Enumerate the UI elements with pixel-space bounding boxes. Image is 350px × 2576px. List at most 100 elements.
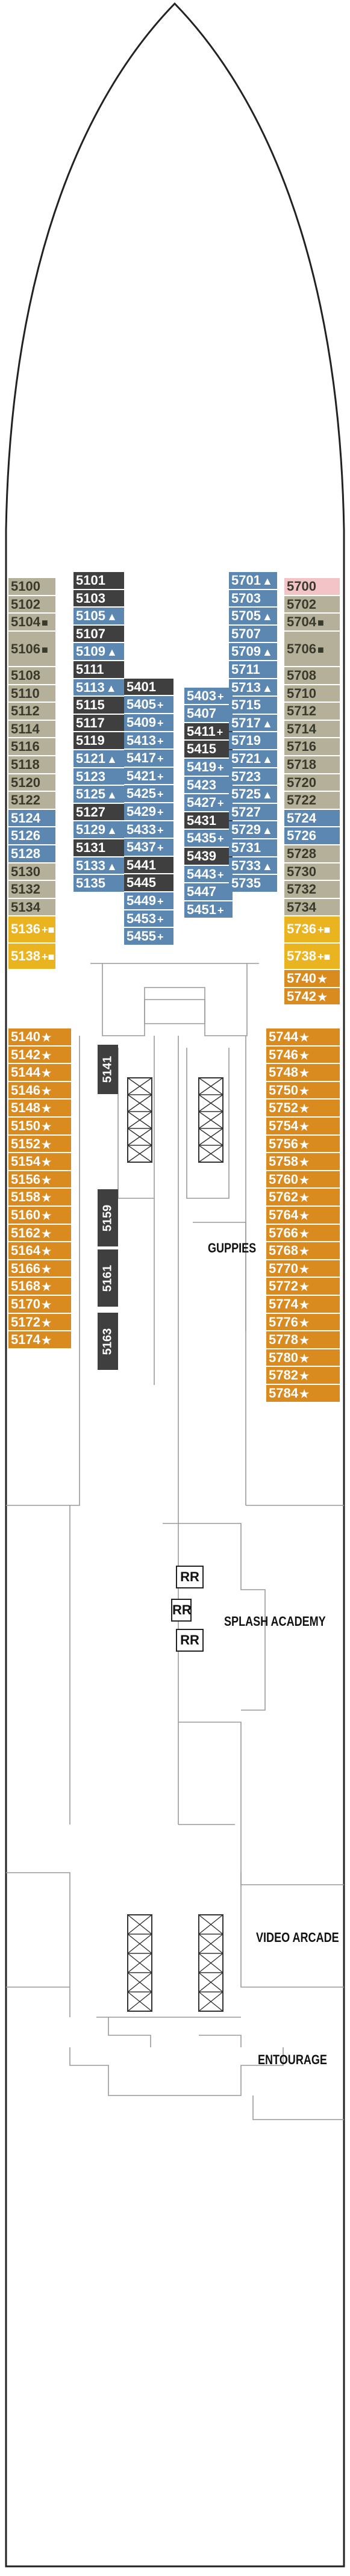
cabin-5746[interactable]: 5746★: [266, 1046, 340, 1063]
cabin-5174[interactable]: 5174★: [8, 1331, 71, 1348]
cabin-5130[interactable]: 5130: [8, 863, 55, 880]
cabin-5780[interactable]: 5780★: [266, 1349, 340, 1366]
cabin-5766[interactable]: 5766★: [266, 1224, 340, 1242]
cabin-5437[interactable]: 5437+: [124, 839, 173, 856]
cabin-5170[interactable]: 5170★: [8, 1296, 71, 1313]
cabin-5409[interactable]: 5409+: [124, 714, 173, 731]
cabin-5455[interactable]: 5455+: [124, 928, 173, 945]
cabin-5774[interactable]: 5774★: [266, 1296, 340, 1313]
cabin-5128[interactable]: 5128: [8, 845, 55, 862]
cabin-5413[interactable]: 5413+: [124, 732, 173, 749]
cabin-5441[interactable]: 5441: [124, 856, 173, 874]
cabin-5727[interactable]: 5727: [229, 803, 277, 821]
cabin-5704[interactable]: 5704■: [284, 614, 340, 630]
cabin-5445[interactable]: 5445: [124, 874, 173, 891]
cabin-5725[interactable]: 5725▲: [229, 786, 277, 803]
cabin-5713[interactable]: 5713▲: [229, 679, 277, 696]
cabin-5435[interactable]: 5435+: [184, 830, 233, 847]
cabin-5724[interactable]: 5724: [284, 809, 340, 827]
cabin-5431[interactable]: 5431: [184, 812, 233, 829]
cabin-5114[interactable]: 5114: [8, 720, 55, 738]
cabin-5116[interactable]: 5116: [8, 738, 55, 755]
cabin-5758[interactable]: 5758★: [266, 1153, 340, 1170]
cabin-5425[interactable]: 5425+: [124, 785, 173, 802]
cabin-5722[interactable]: 5722: [284, 792, 340, 809]
cabin-5732[interactable]: 5732: [284, 881, 340, 898]
cabin-5770[interactable]: 5770★: [266, 1260, 340, 1277]
cabin-5705[interactable]: 5705▲: [229, 608, 277, 624]
cabin-5451[interactable]: 5451+: [184, 901, 233, 918]
cabin-5728[interactable]: 5728: [284, 845, 340, 862]
cabin-5423[interactable]: 5423: [184, 776, 233, 794]
cabin-5742[interactable]: 5742★: [284, 988, 340, 1005]
cabin-5718[interactable]: 5718: [284, 756, 340, 773]
cabin-5736[interactable]: 5736+■: [284, 916, 340, 942]
cabin-5453[interactable]: 5453+: [124, 910, 173, 927]
cabin-5161[interactable]: 5161: [98, 1249, 118, 1307]
cabin-5419[interactable]: 5419+: [184, 759, 233, 776]
cabin-5735[interactable]: 5735: [229, 875, 277, 892]
cabin-5778[interactable]: 5778★: [266, 1331, 340, 1348]
cabin-5119[interactable]: 5119: [73, 732, 124, 749]
cabin-5405[interactable]: 5405+: [124, 696, 173, 713]
cabin-5156[interactable]: 5156★: [8, 1171, 71, 1188]
cabin-5126[interactable]: 5126: [8, 827, 55, 844]
cabin-5702[interactable]: 5702: [284, 596, 340, 613]
cabin-5752[interactable]: 5752★: [266, 1100, 340, 1116]
cabin-5133[interactable]: 5133▲: [73, 857, 124, 874]
cabin-5719[interactable]: 5719: [229, 732, 277, 749]
cabin-5733[interactable]: 5733▲: [229, 857, 277, 874]
cabin-5415[interactable]: 5415: [184, 741, 233, 758]
cabin-5117[interactable]: 5117: [73, 714, 124, 732]
cabin-5104[interactable]: 5104■: [8, 614, 55, 630]
cabin-5107[interactable]: 5107: [73, 625, 124, 642]
cabin-5748[interactable]: 5748★: [266, 1064, 340, 1081]
cabin-5101[interactable]: 5101: [73, 572, 124, 589]
cabin-5131[interactable]: 5131: [73, 839, 124, 856]
cabin-5417[interactable]: 5417+: [124, 750, 173, 767]
cabin-5756[interactable]: 5756★: [266, 1135, 340, 1153]
cabin-5772[interactable]: 5772★: [266, 1278, 340, 1295]
cabin-5127[interactable]: 5127: [73, 803, 124, 821]
cabin-5154[interactable]: 5154★: [8, 1153, 71, 1170]
cabin-5740[interactable]: 5740★: [284, 970, 340, 987]
cabin-5731[interactable]: 5731: [229, 839, 277, 856]
cabin-5122[interactable]: 5122: [8, 792, 55, 809]
cabin-5433[interactable]: 5433+: [124, 821, 173, 838]
cabin-5421[interactable]: 5421+: [124, 767, 173, 785]
cabin-5172[interactable]: 5172★: [8, 1313, 71, 1331]
cabin-5100[interactable]: 5100: [8, 578, 55, 595]
cabin-5447[interactable]: 5447: [184, 883, 233, 900]
cabin-5403[interactable]: 5403+: [184, 687, 233, 705]
cabin-5703[interactable]: 5703: [229, 590, 277, 607]
cabin-5744[interactable]: 5744★: [266, 1028, 340, 1045]
cabin-5429[interactable]: 5429+: [124, 803, 173, 820]
cabin-5411[interactable]: 5411+: [184, 723, 233, 740]
cabin-5146[interactable]: 5146★: [8, 1081, 71, 1099]
cabin-5168[interactable]: 5168★: [8, 1278, 71, 1295]
cabin-5103[interactable]: 5103: [73, 590, 124, 607]
cabin-5125[interactable]: 5125▲: [73, 786, 124, 803]
cabin-5108[interactable]: 5108: [8, 667, 55, 684]
cabin-5764[interactable]: 5764★: [266, 1207, 340, 1224]
cabin-5132[interactable]: 5132: [8, 881, 55, 898]
cabin-5159[interactable]: 5159: [98, 1189, 118, 1246]
cabin-5113[interactable]: 5113▲: [73, 679, 124, 696]
cabin-5439[interactable]: 5439: [184, 848, 233, 865]
cabin-5142[interactable]: 5142★: [8, 1046, 71, 1063]
cabin-5115[interactable]: 5115: [73, 697, 124, 714]
cabin-5124[interactable]: 5124: [8, 809, 55, 827]
cabin-5730[interactable]: 5730: [284, 863, 340, 880]
cabin-5449[interactable]: 5449+: [124, 892, 173, 909]
cabin-5738[interactable]: 5738+■: [284, 943, 340, 969]
cabin-5111[interactable]: 5111: [73, 661, 124, 678]
cabin-5427[interactable]: 5427+: [184, 794, 233, 811]
cabin-5712[interactable]: 5712: [284, 703, 340, 720]
cabin-5105[interactable]: 5105▲: [73, 608, 124, 624]
cabin-5121[interactable]: 5121▲: [73, 750, 124, 767]
cabin-5715[interactable]: 5715: [229, 697, 277, 714]
cabin-5734[interactable]: 5734: [284, 898, 340, 916]
cabin-5160[interactable]: 5160★: [8, 1207, 71, 1224]
cabin-5760[interactable]: 5760★: [266, 1171, 340, 1188]
cabin-5150[interactable]: 5150★: [8, 1118, 71, 1134]
